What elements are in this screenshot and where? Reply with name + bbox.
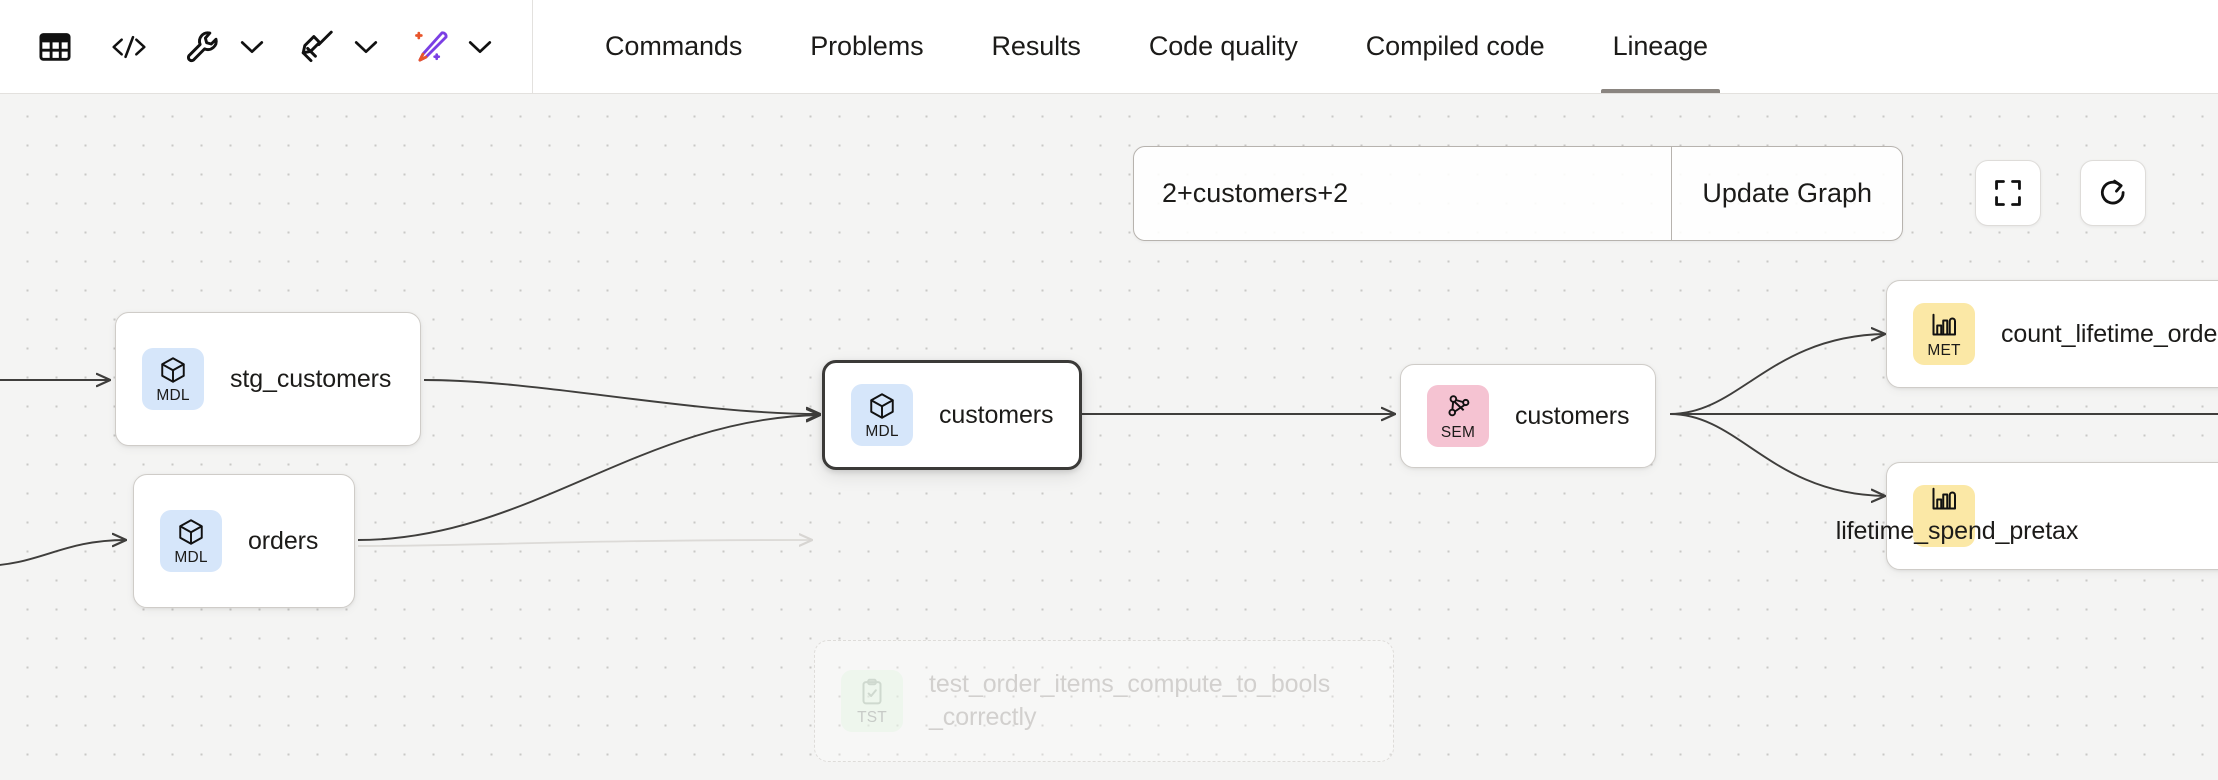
badge-label: MDL <box>865 422 899 440</box>
ai-assist-menu[interactable] <box>404 20 502 74</box>
update-graph-button[interactable]: Update Graph <box>1672 147 1902 240</box>
node-type-badge-mdl: MDL <box>851 384 913 446</box>
chevron-down-icon[interactable] <box>344 20 388 74</box>
code-view-icon[interactable] <box>102 20 156 74</box>
lineage-canvas[interactable]: MDL stg_customers MDL orders <box>0 94 2218 780</box>
graph-search-input[interactable] <box>1134 147 1671 240</box>
magic-wand-icon[interactable] <box>404 20 458 74</box>
format-menu[interactable] <box>290 20 388 74</box>
node-type-badge-mdl: MDL <box>142 348 204 410</box>
cube-icon <box>158 355 188 385</box>
tab-compiled-code[interactable]: Compiled code <box>1365 31 1545 61</box>
badge-label: MET <box>1927 341 1961 359</box>
node-label: test_order_items_compute_to_bools_correc… <box>929 670 1331 731</box>
node-label: lifetime_spend_pretax <box>1835 517 2079 545</box>
graph-node-customers-semantic[interactable]: SEM customers <box>1400 364 1656 468</box>
wrench-icon[interactable] <box>176 20 230 74</box>
node-label: count_lifetime_orders <box>2001 319 2218 348</box>
graph-search-bar: Update Graph <box>1133 146 1903 241</box>
tab-code-quality[interactable]: Code quality <box>1148 31 1298 61</box>
edge-sem-to-count-lifetime-orders <box>1669 334 1885 415</box>
table-view-icon[interactable] <box>28 20 82 74</box>
cube-icon <box>176 517 206 547</box>
refresh-button[interactable] <box>2080 160 2146 226</box>
toolbar-divider <box>532 0 533 93</box>
fit-view-button[interactable] <box>1975 160 2041 226</box>
chevron-down-icon[interactable] <box>230 20 274 74</box>
badge-label: MDL <box>174 548 208 566</box>
graph-node-orders[interactable]: MDL orders <box>133 474 355 608</box>
badge-label: MDL <box>156 386 190 404</box>
graph-node-test-order-items[interactable]: TST test_order_items_compute_to_bools_co… <box>814 640 1394 762</box>
tab-results[interactable]: Results <box>991 31 1081 61</box>
node-label: customers <box>939 400 1054 429</box>
badge-label: SEM <box>1440 423 1476 441</box>
tab-bar: Commands Problems Results Code quality C… <box>571 0 1742 93</box>
node-type-badge-sem: SEM <box>1427 385 1489 447</box>
node-type-badge-met: MET <box>1913 303 1975 365</box>
semantic-graph-icon <box>1443 392 1473 422</box>
tab-problems[interactable]: Problems <box>810 31 924 61</box>
node-type-badge-mdl: MDL <box>160 510 222 572</box>
broom-icon[interactable] <box>290 20 344 74</box>
bar-chart-icon <box>1929 310 1959 340</box>
edge-in-orders <box>0 540 126 566</box>
editor-toolbar <box>0 0 502 93</box>
edge-orders-to-customers <box>357 415 820 541</box>
edge-sem-to-lifetime-spend-pretax <box>1669 413 1885 496</box>
edge-orders-to-test <box>357 540 812 547</box>
search-divider <box>1670 147 1673 240</box>
cube-icon <box>867 391 897 421</box>
badge-label: TST <box>857 708 887 726</box>
graph-node-customers-model[interactable]: MDL customers <box>822 360 1082 470</box>
node-type-badge-met: lifetime_spend_pretax <box>1836 484 2078 547</box>
node-label: stg_customers <box>230 364 392 393</box>
node-label: customers <box>1515 401 1630 430</box>
graph-node-lifetime-spend-pretax[interactable]: lifetime_spend_pretax <box>1836 462 2218 570</box>
graph-node-stg-customers[interactable]: MDL stg_customers <box>115 312 421 446</box>
edge-stg-customers-to-customers <box>423 379 820 414</box>
clipboard-check-icon <box>857 677 887 707</box>
bar-chart-icon <box>1929 484 1959 514</box>
graph-node-count-lifetime-orders[interactable]: MET count_lifetime_orders <box>1886 280 2218 388</box>
chevron-down-icon[interactable] <box>458 20 502 74</box>
tab-lineage[interactable]: Lineage <box>1579 0 1742 93</box>
build-menu[interactable] <box>176 20 274 74</box>
tab-commands[interactable]: Commands <box>605 31 743 61</box>
node-label: orders <box>248 526 319 555</box>
app-header: Commands Problems Results Code quality C… <box>0 0 2218 94</box>
node-type-badge-tst: TST <box>841 670 903 732</box>
